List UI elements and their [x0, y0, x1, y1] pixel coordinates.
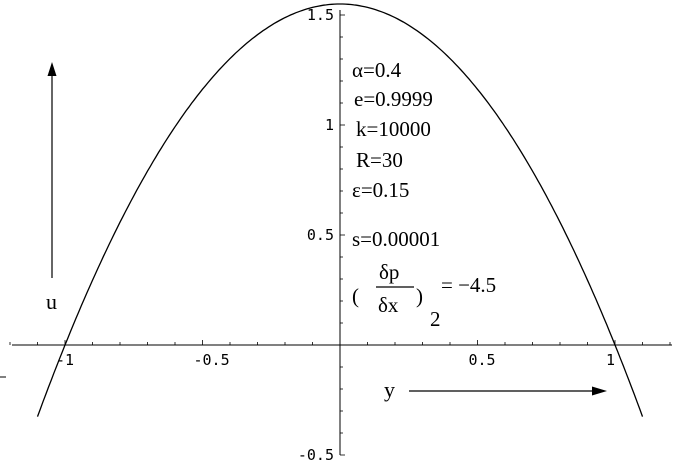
x-tick-label: 1: [606, 351, 615, 369]
annotation-alpha: α=0.4: [352, 58, 402, 82]
y-tick-label: 1: [325, 116, 334, 134]
paren-left: (: [352, 284, 359, 308]
y-tick-label: -0.5: [298, 446, 334, 464]
paren-right: ): [416, 284, 423, 308]
fraction-denominator: δx: [378, 293, 399, 317]
pressure-gradient-annotation: ( δp δx ) 2 = −4.5: [352, 260, 496, 331]
x-tick-label: -0.5: [194, 351, 230, 369]
x-tick-label: 0.5: [469, 351, 496, 369]
y-tick-label: 1.5: [307, 6, 334, 24]
y-axis-label: u: [46, 289, 57, 314]
fraction-numerator: δp: [379, 260, 399, 284]
axis-ticks: [9, 14, 671, 456]
x-axis-label: y: [384, 377, 395, 402]
annotation-s: s=0.00001: [352, 227, 440, 251]
annotation-e: e=0.9999: [354, 87, 433, 111]
annotation-k: k=10000: [356, 117, 431, 141]
annotation-epsilon: ε=0.15: [352, 178, 409, 202]
series-line: [36, 3, 644, 417]
annotation-R: R=30: [356, 148, 403, 172]
axes: [12, 10, 672, 455]
fraction-subscript: 2: [430, 307, 441, 331]
u-arrow-head: [47, 62, 57, 76]
y-tick-label: 0.5: [307, 226, 334, 244]
fraction-value: = −4.5: [441, 273, 496, 297]
y-arrow-head: [592, 386, 607, 396]
